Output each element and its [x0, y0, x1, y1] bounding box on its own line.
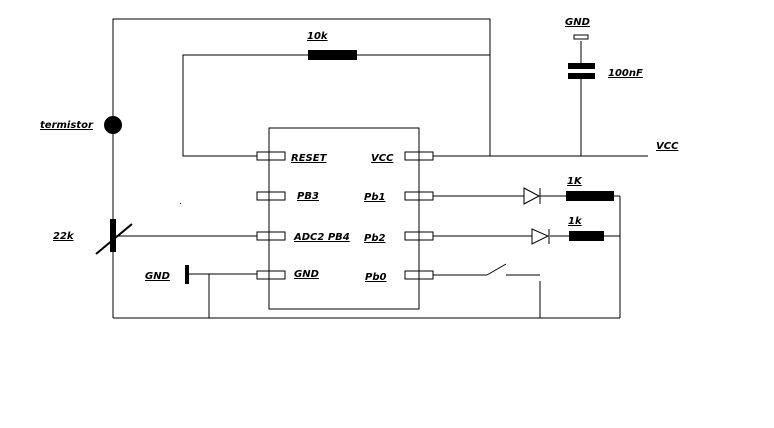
pin-label-vcc: VCC	[371, 153, 394, 164]
resistor-10k	[308, 50, 357, 60]
capacitor-plate-bottom	[568, 73, 595, 79]
resistor-pb2	[569, 231, 604, 241]
pin-pad-gnd	[256, 270, 286, 280]
capacitor-plate-top	[568, 63, 595, 69]
pin-label-gnd: GND	[294, 269, 319, 280]
stray-dot	[180, 203, 181, 204]
resistor-pb1	[566, 191, 614, 201]
label-100nf: 100nF	[608, 68, 643, 79]
cap-gnd-terminal	[573, 34, 589, 40]
pin-pad-pb3	[256, 191, 286, 201]
pin-label-reset: RESET	[291, 153, 328, 164]
pin-pad-pb1	[404, 191, 434, 201]
wire-10k-left	[182, 54, 308, 157]
pin-pad-pb2	[404, 231, 434, 241]
pin-label-pb0: Pb0	[365, 272, 386, 283]
label-cap-gnd: GND	[565, 17, 590, 28]
pin-label-pb3: PB3	[297, 191, 319, 202]
thermistor-node	[104, 116, 122, 134]
diode-pb1	[523, 187, 541, 205]
mcu-chip-body	[268, 127, 420, 310]
pin-pad-pb0	[404, 270, 434, 280]
potentiometer-arrow	[95, 223, 133, 255]
label-thermistor: termistor	[40, 120, 94, 131]
label-left-gnd: GND	[145, 271, 170, 282]
diode-pb2	[531, 228, 550, 245]
pin-pad-vcc	[404, 151, 434, 161]
pin-pad-adc2-pb4	[256, 231, 286, 241]
label-1k: 1k	[568, 216, 583, 227]
potentiometer-22k	[110, 219, 116, 252]
pin-pad-reset	[256, 151, 286, 161]
label-10k: 10k	[307, 31, 329, 42]
label-vcc-rail: VCC	[656, 141, 679, 152]
pin-label-pb2: Pb2	[364, 233, 385, 244]
wire-top-loop	[112, 18, 491, 156]
switch-pb0	[486, 263, 507, 276]
label-22k: 22k	[53, 231, 75, 242]
gnd-symbol-left	[185, 265, 189, 284]
pin-label-pb1: Pb1	[364, 192, 385, 203]
pin-label-adc2-pb4: ADC2 PB4	[293, 232, 350, 243]
label-1K: 1K	[567, 176, 583, 187]
